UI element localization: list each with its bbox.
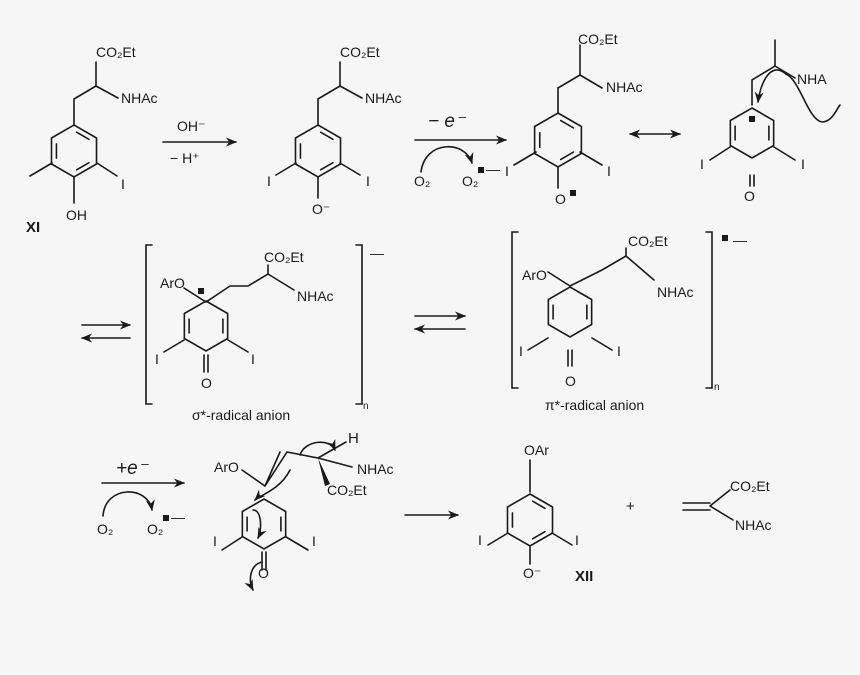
curved-arrow: [102, 491, 155, 517]
curved-arrow: [754, 69, 787, 104]
reagent-label: +e⁻: [116, 458, 150, 479]
iodo-label: I: [505, 163, 509, 179]
caption: σ*-radical anion: [192, 407, 290, 423]
ring: [50, 124, 98, 178]
hydroxyl-label: OH: [66, 207, 87, 223]
iodo-label: I: [478, 532, 482, 548]
radical-dot: [722, 235, 728, 241]
iodo-label: I: [700, 156, 704, 172]
oxygen-label: O₂: [97, 521, 113, 537]
radical-dot: [198, 288, 204, 294]
dehydroalanine-ester: CO₂Et NHAc: [682, 478, 772, 533]
oxide-label: O⁻: [523, 565, 541, 581]
compound-xii: OAr I I O⁻ XII: [478, 442, 593, 585]
fragmentation-intermediate: ArO H NHAc CO₂Et I I O: [213, 430, 394, 592]
amide-label: NHAc: [121, 90, 158, 106]
caption: π*-radical anion: [545, 397, 644, 413]
radical-dot: [163, 515, 169, 521]
reagent-label: OH⁻: [177, 118, 205, 134]
curved-arrow: [420, 146, 474, 173]
charge-label: —: [370, 245, 384, 261]
ring: [294, 124, 342, 178]
oxygen-label: O₂: [414, 173, 430, 189]
wavy-arrow-tail: [785, 73, 841, 123]
ester-label: CO₂Et: [578, 31, 618, 47]
charge-label: —: [486, 161, 500, 177]
double-bond: [559, 119, 575, 129]
ester-label: CO₂Et: [327, 482, 367, 498]
compound-phenolate: CO₂Et NHAc I I O⁻: [267, 44, 402, 217]
amide-label: NHAc: [357, 461, 394, 477]
equilibrium-arrows: [80, 320, 132, 343]
ring: [547, 286, 593, 338]
amide-label: NHAc: [735, 517, 772, 533]
double-bond: [319, 161, 334, 171]
carbonyl-label: O: [201, 375, 212, 391]
pi-radical-anion: ArO CO₂Et NHAc I I O π*-radical anion — …: [511, 231, 747, 413]
ester-label: CO₂Et: [96, 44, 136, 60]
double-bond: [319, 131, 334, 141]
compound-phenoxyl-radical: CO₂Et NHAc I I O: [505, 31, 643, 207]
plus-sign: +: [626, 498, 635, 515]
ring: [241, 498, 287, 550]
iodo-label: I: [213, 533, 217, 549]
iodo-label: I: [575, 532, 579, 548]
double-bond: [75, 161, 90, 171]
sigma-radical-anion: ArO CO₂Et NHAc I I O σ*-radical anion — …: [145, 244, 384, 423]
aryloxy-label: ArO: [160, 275, 185, 291]
amide-label: NHAc: [297, 288, 334, 304]
compound-dienone-radical: NHA I I O: [700, 39, 841, 204]
iodo-label: I: [312, 533, 316, 549]
amide-label: NHAc: [365, 90, 402, 106]
compound-id-xii: XII: [575, 568, 593, 585]
double-bond: [531, 530, 546, 540]
superoxide-label: O₂: [462, 173, 478, 189]
iodo-label: I: [251, 351, 255, 367]
carbonyl-label: O: [744, 188, 755, 204]
charge-label: —: [171, 509, 185, 525]
double-bond: [531, 500, 546, 510]
ring: [183, 300, 229, 352]
double-bond: [559, 151, 575, 161]
compound-id-xi: XI: [26, 219, 40, 236]
carbonyl-label: O: [258, 565, 269, 581]
radical-dot: [570, 190, 576, 196]
oxide-label: O⁻: [312, 201, 330, 217]
oxygen-label: O: [555, 191, 566, 207]
iodo-label: I: [519, 343, 523, 359]
amide-label: NHAc: [657, 284, 694, 300]
iodo-label: I: [121, 176, 125, 192]
radical-dot: [749, 116, 755, 122]
subscript-n: n: [714, 382, 720, 393]
compound-xi: CO₂Et NHAc I OH XI: [26, 44, 158, 236]
carbonyl-label: O: [565, 373, 576, 389]
iodo-label: I: [366, 173, 370, 189]
hydrogen-label: H: [348, 430, 359, 447]
amide-label: NHA: [797, 71, 827, 87]
ring: [506, 493, 554, 547]
amide-label: NHAc: [606, 79, 643, 95]
charge-label: —: [733, 232, 747, 248]
iodo-label: I: [801, 156, 805, 172]
ring: [729, 107, 775, 159]
superoxide-label: O₂: [147, 521, 163, 537]
ester-label: CO₂Et: [628, 233, 668, 249]
iodo-label: I: [267, 173, 271, 189]
subscript-n: n: [363, 401, 369, 412]
iodo-label: I: [155, 351, 159, 367]
iodo-label: I: [607, 163, 611, 179]
aryloxy-label: OAr: [524, 442, 549, 458]
iodo-label: I: [617, 343, 621, 359]
aryloxy-label: ArO: [522, 267, 547, 283]
ester-label: CO₂Et: [730, 478, 770, 494]
reagent-label: − e⁻: [428, 111, 467, 132]
reagent-label: − H⁺: [170, 150, 200, 166]
radical-dot: [478, 167, 484, 173]
double-bond: [75, 131, 90, 141]
ring: [533, 112, 583, 168]
ester-label: CO₂Et: [340, 44, 380, 60]
ester-label: CO₂Et: [264, 249, 304, 265]
aryloxy-label: ArO: [214, 459, 239, 475]
equilibrium-arrows: [413, 311, 467, 334]
